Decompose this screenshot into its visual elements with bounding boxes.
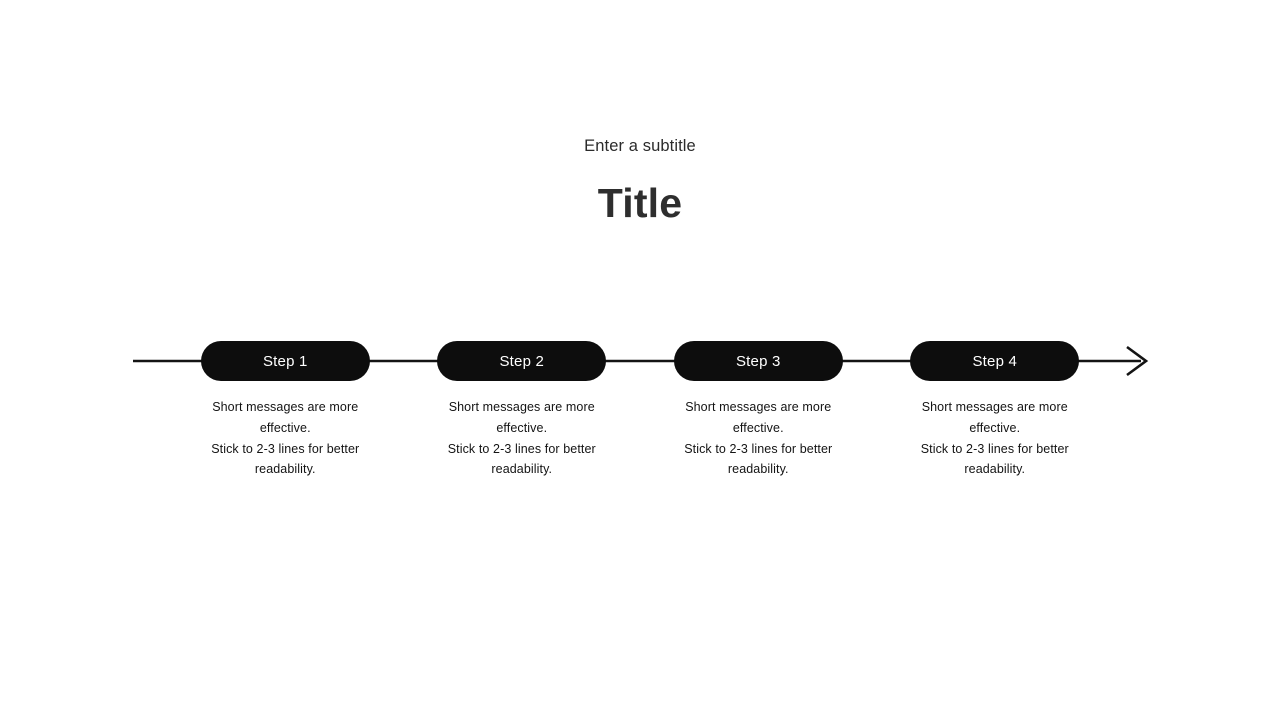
timeline-step-3: Step 3 Short messages are more effective… [640, 341, 877, 480]
step-2-description-line-2: Stick to 2-3 lines for better readabilit… [447, 441, 596, 477]
step-4-description-line-1: Short messages are more effective. [921, 400, 1068, 435]
title-placeholder[interactable]: Title [597, 180, 683, 226]
timeline-step-1: Step 1 Short messages are more effective… [167, 341, 404, 480]
step-1-description-line-2: Stick to 2-3 lines for better readabilit… [211, 441, 360, 477]
step-1-pill[interactable]: Step 1 [200, 341, 370, 381]
timeline-steps: Step 1 Short messages are more effective… [167, 341, 1113, 480]
step-3-label: Step 3 [735, 352, 781, 370]
step-1-label: Step 1 [262, 352, 308, 370]
step-4-description-line-2: Stick to 2-3 lines for better readabilit… [920, 441, 1069, 477]
step-4-description[interactable]: Short messages are more effective. Stick… [901, 397, 1089, 480]
step-3-pill[interactable]: Step 3 [673, 341, 843, 381]
step-2-label: Step 2 [499, 352, 545, 370]
step-2-pill[interactable]: Step 2 [437, 341, 607, 381]
step-1-description-line-1: Short messages are more effective. [212, 400, 359, 435]
step-3-description-line-1: Short messages are more effective. [685, 400, 832, 435]
step-2-description[interactable]: Short messages are more effective. Stick… [428, 397, 616, 480]
step-3-description-line-2: Stick to 2-3 lines for better readabilit… [684, 441, 833, 477]
step-3-description[interactable]: Short messages are more effective. Stick… [664, 397, 852, 480]
step-2-description-line-1: Short messages are more effective. [448, 400, 595, 435]
subtitle-placeholder[interactable]: Enter a subtitle [584, 137, 696, 155]
step-1-description[interactable]: Short messages are more effective. Stick… [191, 397, 379, 480]
step-4-label: Step 4 [972, 352, 1018, 370]
timeline-step-4: Step 4 Short messages are more effective… [877, 341, 1114, 480]
step-4-pill[interactable]: Step 4 [910, 341, 1080, 381]
timeline-step-2: Step 2 Short messages are more effective… [404, 341, 641, 480]
